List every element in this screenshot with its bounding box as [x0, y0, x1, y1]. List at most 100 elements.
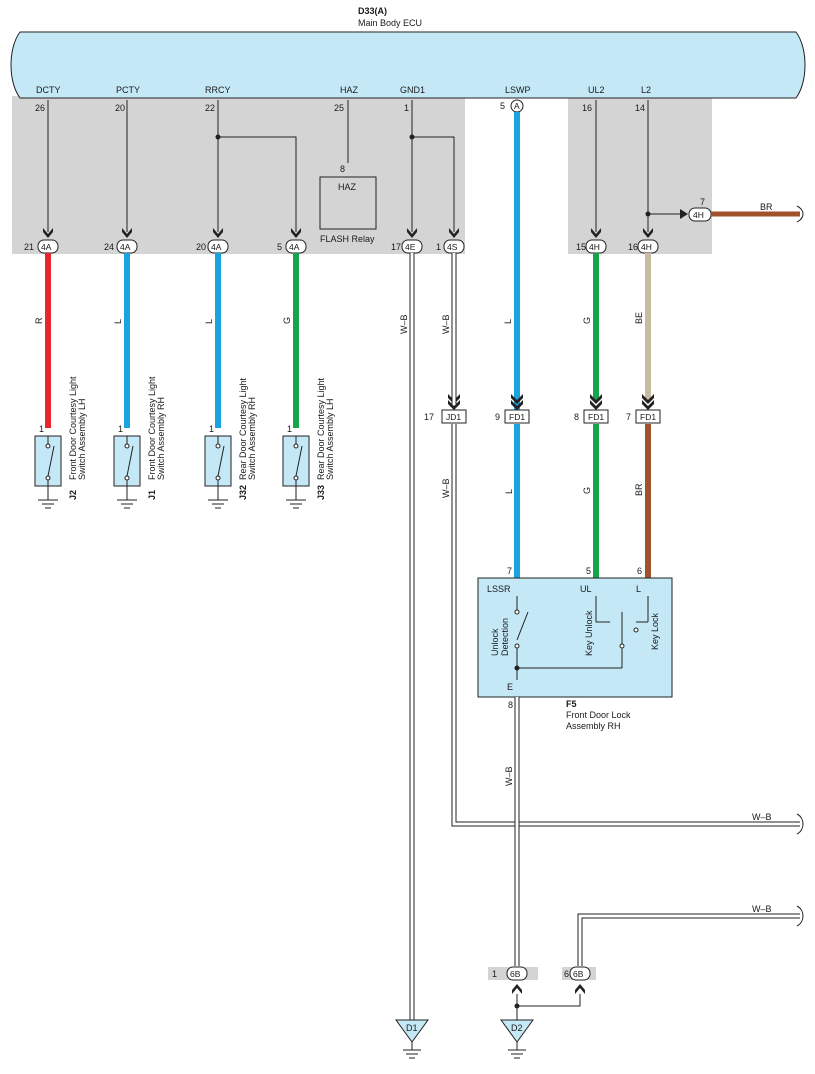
chevron-up-icon: [512, 984, 522, 994]
pin-num-ul2: 16: [582, 103, 592, 113]
chevron-down-icon: [291, 228, 301, 238]
door-lock-sw2: Key Unlock: [584, 610, 594, 656]
wire-label-out2: W–B: [752, 904, 772, 914]
mid-connector-code: JD1: [446, 412, 461, 422]
top-connector-code: 4H: [641, 242, 652, 252]
switch-name2: Switch Assembly LH: [77, 398, 87, 480]
door-lock-sw1-top: [514, 609, 520, 615]
pin-num-gnd1: 1: [404, 103, 409, 113]
ground-label: D2: [511, 1023, 523, 1033]
switch-name1: Rear Door Courtesy Light: [316, 377, 326, 480]
wire-label-upper: G: [282, 317, 292, 324]
junction-rrcy: [215, 134, 221, 140]
chevron-down-icon: [643, 228, 653, 238]
chevron-down-icon: [122, 228, 132, 238]
top-connector-pin: 21: [24, 242, 34, 252]
bottom-connector-pin: 1: [492, 969, 497, 979]
switch-contact: [215, 475, 221, 481]
mid-connector: [583, 409, 609, 424]
wire-bottom: [517, 994, 581, 1007]
door-lock-term-l: L: [636, 584, 641, 594]
wire-label-out1: W–B: [752, 812, 772, 822]
bottom-connector-pin: 6: [564, 969, 569, 979]
junction-gnd1: [409, 134, 415, 140]
mid-connector-pin: 8: [574, 412, 579, 422]
door-lock-name2: Assembly RH: [566, 721, 621, 731]
switch-pin: 1: [39, 424, 44, 434]
switch-code: J32: [238, 485, 248, 500]
top-connector-pin: 17: [391, 242, 401, 252]
pin-num-l2: 14: [635, 103, 645, 113]
switch-pin: 1: [287, 424, 292, 434]
switch-contact: [45, 443, 51, 449]
ecu-pin-area-right: [568, 96, 712, 254]
wire-break-icon: [796, 813, 804, 835]
bottom-connector: [569, 966, 591, 981]
wire-break-icon: [796, 905, 804, 927]
top-connector-pin: 15: [576, 242, 586, 252]
wire-label-upper: R: [34, 317, 44, 324]
door-lock-sw3: Key Lock: [650, 612, 660, 650]
door-lock-sw1-bot: [514, 643, 520, 649]
chevron-down-icon: [213, 228, 223, 238]
switch-name2: Switch Assembly RH: [156, 397, 166, 480]
wire-label-l-lower: L: [504, 489, 514, 494]
bottom-connector-code: 6B: [510, 969, 521, 979]
wire-label-upper: W–B: [441, 314, 451, 334]
switch-code: J1: [147, 490, 157, 500]
chevron-down-icon: [407, 228, 417, 238]
mid-connector-code: FD1: [588, 412, 604, 422]
switch-contact: [293, 443, 299, 449]
pin-num-pcty: 20: [115, 103, 125, 113]
br-connector-pin: 7: [700, 197, 705, 207]
switch-pin: 1: [209, 424, 214, 434]
pin-name-ul2: UL2: [588, 85, 605, 95]
mid-connector-code: FD1: [509, 412, 525, 422]
switch-contact: [215, 443, 221, 449]
wire-label-upper: L: [204, 319, 214, 324]
wire-label-upper: G: [582, 317, 592, 324]
chevron-down-icon: [590, 394, 602, 410]
mid-connector-pin: 7: [626, 412, 631, 422]
chevron-down-icon: [591, 228, 601, 238]
wire-label-e: W–B: [504, 766, 514, 786]
wire-label-br-lower: BR: [634, 483, 644, 496]
wire-label-upper: L: [113, 319, 123, 324]
pin-num-rrcy: 22: [205, 103, 215, 113]
flash-relay-label: HAZ: [338, 182, 357, 192]
mid-connector-pin: 17: [424, 412, 434, 422]
door-lock-term-e: E: [507, 682, 513, 692]
pin-num-lswp: 5: [500, 101, 505, 111]
mid-connector: [504, 409, 530, 424]
door-lock-sw1-line2: Detection: [500, 618, 510, 656]
top-connector-code: 4A: [120, 242, 131, 252]
switch-contact: [124, 443, 130, 449]
ecu-name: Main Body ECU: [358, 18, 422, 28]
top-connector-pin: 1: [436, 242, 441, 252]
ground-label: D1: [406, 1023, 418, 1033]
ecu-body: [10, 31, 806, 99]
door-lock-pin-l: 6: [637, 566, 642, 576]
switch-code: J33: [316, 485, 326, 500]
ground-point: [500, 1019, 534, 1043]
mid-connector-pin: 9: [495, 412, 500, 422]
door-lock-name1: Front Door Lock: [566, 710, 631, 720]
br-wire-label: BR: [760, 202, 773, 212]
wire-wb-core: [452, 424, 800, 826]
wire-label-mid: W–B: [441, 478, 451, 498]
switch-contact: [293, 475, 299, 481]
door-lock-code: F5: [566, 699, 577, 709]
wire-label-g-lower: G: [582, 487, 592, 494]
br-connector-arrow: [680, 209, 688, 219]
switch-contact: [45, 475, 51, 481]
top-connector-pin: 16: [628, 242, 638, 252]
ecu-pin-area-left: [12, 96, 465, 254]
ground-point: [395, 1019, 429, 1043]
switch-name1: Rear Door Courtesy Light: [238, 377, 248, 480]
top-connector-code: 4E: [405, 242, 416, 252]
door-lock-junction: [514, 665, 520, 671]
door-lock-sw3-pt: [633, 627, 639, 633]
switch-blade: [217, 445, 225, 477]
top-connector-code: 4A: [41, 242, 52, 252]
